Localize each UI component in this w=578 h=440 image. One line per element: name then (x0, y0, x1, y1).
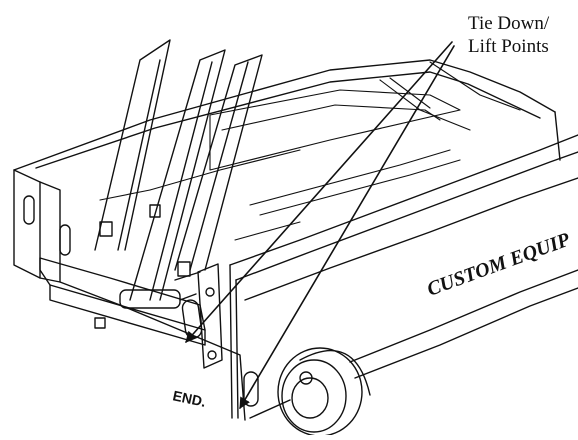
side-decal: CUSTOM EQUIP (424, 228, 573, 300)
tie-down-lift-points-label: Tie Down/ Lift Points (468, 12, 549, 58)
scissor-arms (94, 39, 263, 329)
chassis-body (13, 59, 578, 421)
tie-down-lift-point-slot (23, 195, 259, 407)
callout-line-2: Lift Points (468, 36, 549, 57)
inner-frame (99, 61, 521, 241)
callout-line-1: Tie Down/ (468, 13, 550, 34)
callout-leader-arrow (185, 41, 455, 409)
front-post (174, 263, 223, 369)
end-plate-text: END. (171, 387, 207, 410)
wheel (277, 347, 371, 437)
front-bumper (39, 257, 206, 346)
